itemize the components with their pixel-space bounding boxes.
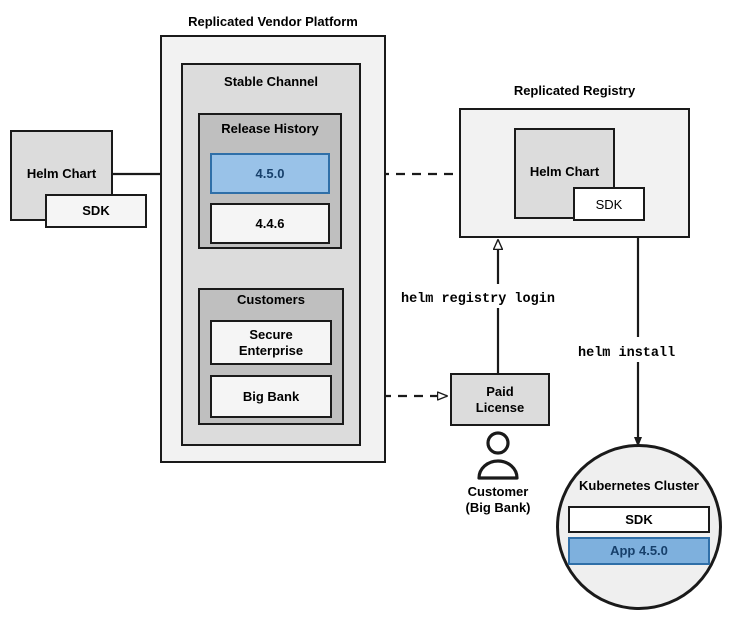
command-helm-install: helm install (578, 346, 676, 361)
kubernetes-cluster-title: Kubernetes Cluster (579, 478, 699, 493)
kubernetes-sdk-box[interactable]: SDK (568, 506, 710, 533)
customer-actor-caption: Customer (Big Bank) (430, 484, 566, 517)
paid-license-line1: Paid (486, 383, 514, 399)
source-helm-chart-label: Helm Chart (26, 166, 97, 181)
kubernetes-app-box[interactable]: App 4.5.0 (568, 537, 710, 565)
registry-helm-chart-label: Helm Chart (529, 164, 600, 179)
registry-sdk-box[interactable]: SDK (573, 187, 645, 221)
stable-channel-title: Stable Channel (224, 74, 318, 89)
customer-actor-line2: (Big Bank) (465, 500, 531, 516)
release-item-446[interactable]: 4.4.6 (210, 203, 330, 244)
source-helm-chart-sdk-box[interactable]: SDK (45, 194, 147, 228)
source-helm-chart-node[interactable]: Helm Chart SDK (10, 130, 147, 228)
command-helm-registry-login: helm registry login (401, 292, 555, 307)
release-item-450[interactable]: 4.5.0 (210, 153, 330, 194)
registry-title: Replicated Registry (513, 83, 636, 98)
paid-license-node[interactable]: Paid License (450, 373, 550, 426)
customer-item-big-bank[interactable]: Big Bank (210, 375, 332, 418)
vendor-platform-title: Replicated Vendor Platform (188, 14, 358, 29)
customer-item-secure-enterprise[interactable]: Secure Enterprise (210, 320, 332, 365)
paid-license-line2: License (475, 399, 525, 415)
customer-secure-line1: Secure (249, 326, 293, 342)
person-icon (477, 431, 519, 480)
customer-secure-line2: Enterprise (238, 342, 304, 358)
customers-title: Customers (237, 292, 305, 307)
customer-actor-line1: Customer (467, 484, 529, 499)
release-history-title: Release History (221, 121, 319, 136)
